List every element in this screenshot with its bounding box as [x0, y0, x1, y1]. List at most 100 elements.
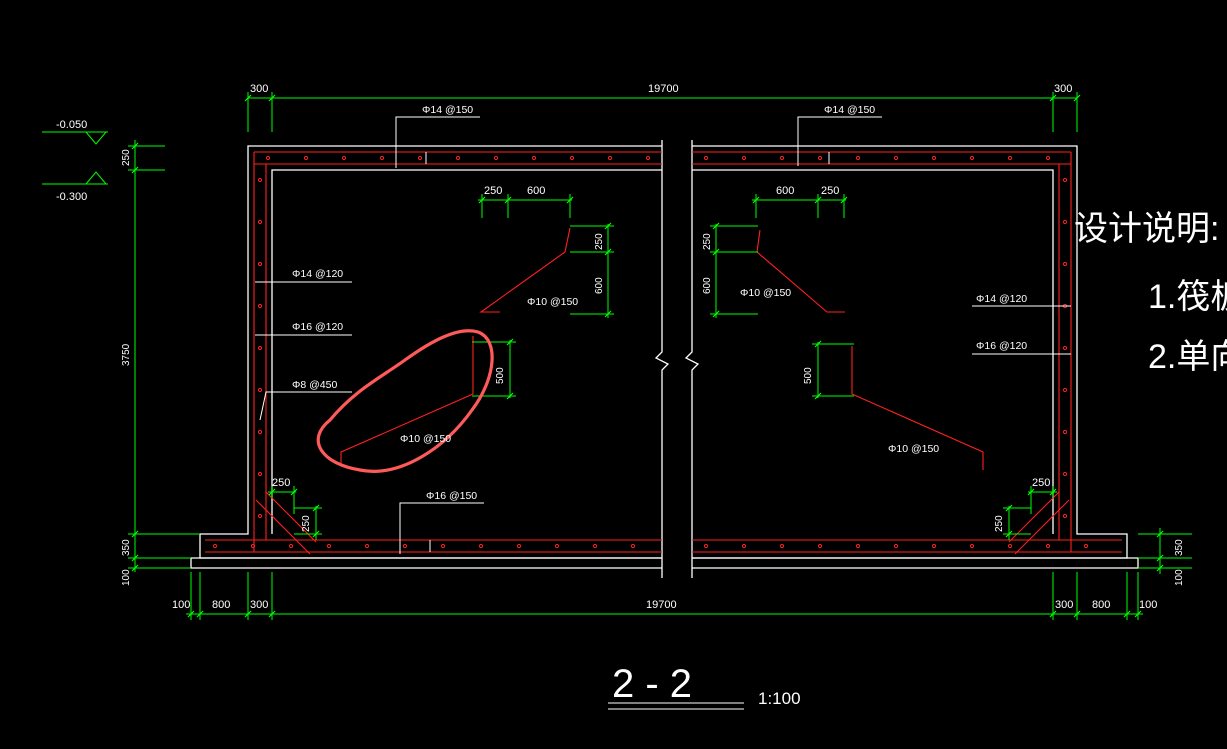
dimension-tick [268, 488, 276, 496]
dim-l-500: 500 [495, 367, 506, 384]
dimension-tick [131, 564, 139, 572]
concrete-outline [190, 140, 1139, 578]
rebar-dot [417, 155, 423, 161]
rebar-dot [969, 543, 975, 549]
rebar-dot [554, 543, 560, 549]
dimension-texts: 300 19700 300 250 3750 350 100 350 100 1… [56, 83, 1185, 611]
dimension-tick [814, 196, 822, 204]
dimension-tick [131, 554, 139, 562]
rebar-label-bottom-slab: Φ16 @150 [426, 490, 477, 502]
rebar-dot [257, 303, 263, 309]
rebar-dot [257, 261, 263, 267]
dim-r-500: 500 [803, 367, 814, 384]
rebar-dot [212, 543, 218, 549]
dim-l-brk-600: 600 [527, 185, 545, 197]
dim-bot-19700: 19700 [646, 599, 677, 611]
dimension-tick [131, 142, 139, 150]
rebar-label-wall-l-1: Φ14 @120 [292, 268, 343, 280]
rebar-label-texts: Φ14 @150 Φ14 @150 Φ14 @120 Φ16 @120 Φ8 @… [292, 104, 1027, 502]
rebar-dot [1007, 155, 1013, 161]
rebar-dot [741, 543, 747, 549]
dimension-tick [131, 166, 139, 174]
dimension-tick [1049, 610, 1057, 618]
rebar-dot [257, 345, 263, 351]
design-notes: 设计说明: 1.筏板 2.单向 [1074, 210, 1227, 376]
dimension-tick [1027, 488, 1035, 496]
dimension-tick [1005, 504, 1013, 512]
elevation-bottom: -0.300 [56, 191, 87, 203]
rebar-dot [257, 513, 263, 519]
rebar-dot [379, 155, 385, 161]
rebar-label-brk-r-upper: Φ10 @150 [740, 287, 791, 299]
dim-bot-800-l: 800 [212, 599, 230, 611]
rebar-dot [257, 429, 263, 435]
rebar-dot [855, 543, 861, 549]
rebar-dot [741, 155, 747, 161]
rebar-dot [288, 543, 294, 549]
leader-lines [255, 116, 1071, 710]
rebar-label-brk-r-lower: Φ10 @150 [888, 443, 939, 455]
rebar-dot [1045, 155, 1051, 161]
rebar-label-brk-l-upper: Φ10 @150 [527, 296, 578, 308]
rebar-dot [969, 155, 975, 161]
rebar-label-top-left: Φ14 @150 [422, 104, 473, 116]
dimension-tick [187, 610, 195, 618]
rebar-lines [205, 151, 1122, 555]
dimension-tick [268, 94, 276, 102]
elevation-top: -0.050 [56, 119, 87, 131]
rebar-dot [364, 543, 370, 549]
dim-r-haunch-h: 250 [1032, 477, 1050, 489]
dimension-tick [1049, 488, 1057, 496]
annotation-circle [316, 329, 494, 473]
dim-right-100: 100 [1174, 569, 1185, 586]
dim-bot-300-l: 300 [250, 599, 268, 611]
dimension-tick [244, 94, 252, 102]
dim-r-brk-v600: 600 [702, 277, 713, 294]
rebar-dot [341, 155, 347, 161]
rebar-dot [440, 543, 446, 549]
rebar-dot [1062, 471, 1068, 477]
dimension-tick [604, 222, 612, 230]
dimension-tick [1005, 530, 1013, 538]
dimension-tick [506, 338, 514, 346]
rebar-dot [326, 543, 332, 549]
dim-bot-100-r: 100 [1139, 599, 1157, 611]
dim-l-brk-250: 250 [484, 185, 502, 197]
dim-l-brk-v600: 600 [594, 277, 605, 294]
dimension-tick [814, 392, 822, 400]
dimension-tick [604, 248, 612, 256]
dimension-lines [42, 92, 1192, 620]
dimension-tick [504, 196, 512, 204]
rebar-dot [402, 543, 408, 549]
dimension-tick [1073, 94, 1081, 102]
dimension-tick [290, 488, 298, 496]
rebar-dot [931, 543, 937, 549]
dimension-tick [196, 610, 204, 618]
dimension-tick [506, 392, 514, 400]
dim-top-right: 300 [1054, 83, 1072, 95]
dimension-tick [604, 310, 612, 318]
section-label: 2 - 2 [612, 662, 692, 706]
dimension-tick [131, 530, 139, 538]
dim-right-350: 350 [1174, 539, 1185, 556]
rebar-dot [531, 155, 537, 161]
rebar-label-top-right: Φ14 @150 [824, 104, 875, 116]
rebar-dot [703, 155, 709, 161]
rebar-dot [645, 155, 651, 161]
rebar-label-brk-l-lower: Φ10 @150 [400, 433, 451, 445]
rebar-dot [257, 387, 263, 393]
rebar-label-wall-l-3: Φ8 @450 [292, 379, 337, 391]
dim-left-100: 100 [121, 569, 132, 586]
dim-l-haunch-h: 250 [272, 477, 290, 489]
rebar-dot [607, 155, 613, 161]
rebar-dot [250, 543, 256, 549]
rebar-label-wall-r-1: Φ14 @120 [976, 293, 1027, 305]
dimension-tick [478, 196, 486, 204]
rebar-dot [779, 155, 785, 161]
rebar-dot [1062, 345, 1068, 351]
rebar-dot [703, 543, 709, 549]
dimension-tick [752, 196, 760, 204]
dimension-tick [1123, 610, 1131, 618]
dimension-tick [814, 340, 822, 348]
dimension-tick [1073, 610, 1081, 618]
